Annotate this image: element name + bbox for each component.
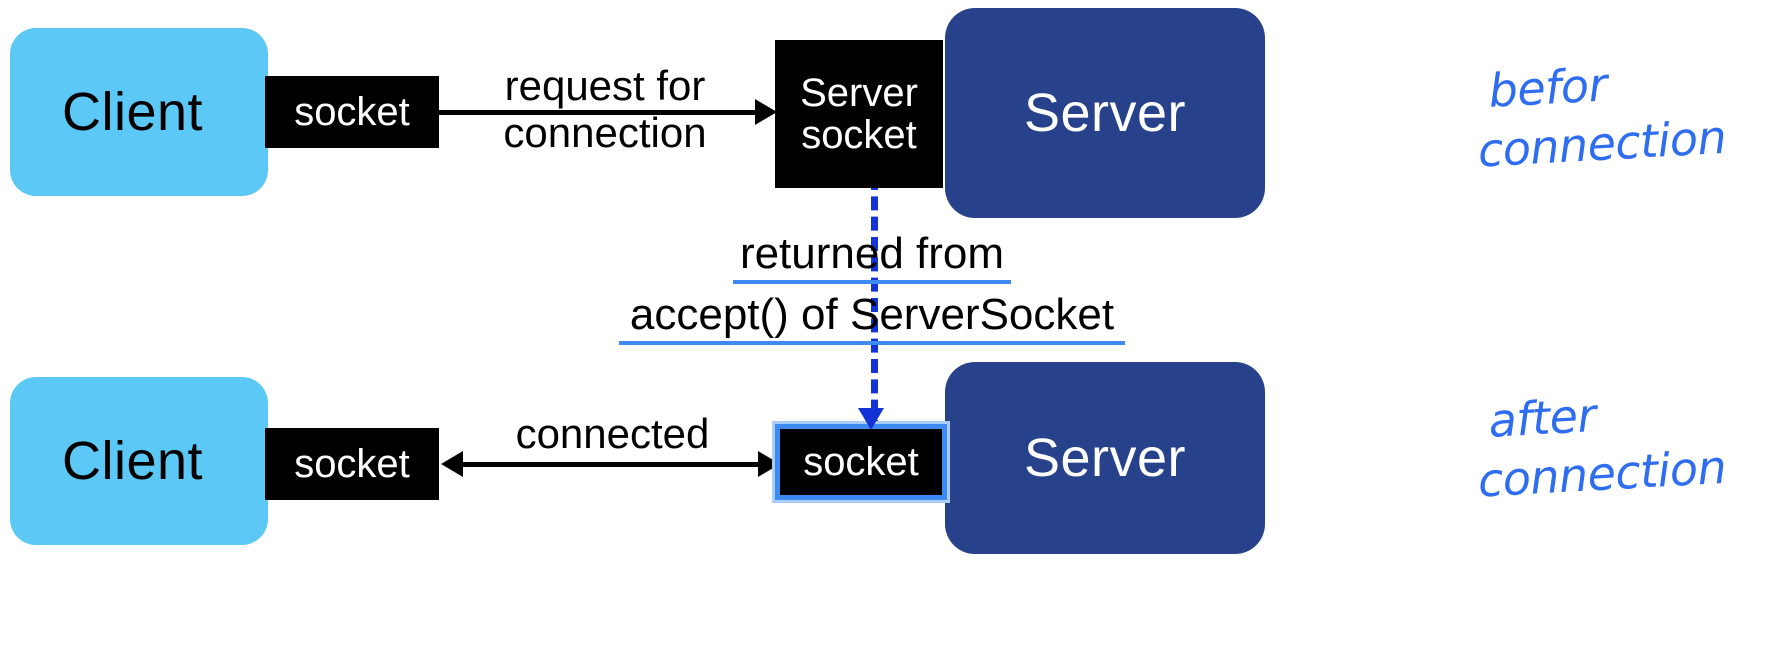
server-socket-box-before: Server socket	[775, 40, 943, 188]
server-label-before: Server	[1023, 83, 1187, 143]
request-edge-label: request for connection	[490, 62, 720, 156]
dashed-arrow-head-icon	[858, 408, 884, 430]
client-socket-label-before: socket	[294, 89, 410, 134]
connected-arrow-line	[460, 462, 765, 467]
request-edge-label-line2: connection	[503, 109, 707, 157]
client-box-before: Client	[10, 28, 268, 196]
server-box-before: Server	[945, 8, 1265, 218]
client-socket-label-after: socket	[294, 441, 410, 486]
server-box-after: Server	[945, 362, 1265, 554]
arrow-left-icon	[441, 451, 463, 477]
client-box-after: Client	[10, 377, 268, 545]
server-label-after: Server	[1023, 428, 1187, 488]
request-edge-label-line1: request for	[504, 62, 706, 109]
connected-edge-label: connected	[515, 410, 710, 457]
arrow-right-icon-after	[758, 451, 780, 477]
client-socket-box-before: socket	[265, 76, 439, 148]
annotation-after-line2: connection	[1476, 439, 1728, 508]
client-label-before: Client	[62, 82, 204, 142]
annotation-before-connection: befor connection	[1476, 49, 1728, 180]
dashed-arrow-down-icon	[871, 176, 878, 434]
annotation-before-line2: connection	[1476, 109, 1728, 178]
server-socket-label-after: socket	[803, 439, 919, 484]
server-socket-box-after: socket	[772, 421, 950, 503]
request-arrow-line	[439, 110, 761, 115]
accept-note-line2: accept() of ServerSocket	[619, 293, 1125, 345]
annotation-after-connection: after connection	[1476, 379, 1728, 510]
client-label-after: Client	[62, 431, 204, 491]
arrow-right-icon	[755, 99, 777, 125]
accept-note: returned from accept() of ServerSocket	[612, 232, 1132, 354]
annotation-after-line1: after	[1487, 388, 1598, 448]
annotation-before-line1: befor	[1487, 57, 1609, 118]
server-socket-label-line1: Server	[800, 70, 918, 115]
client-socket-box-after: socket	[265, 428, 439, 500]
accept-note-line1: returned from	[733, 232, 1011, 284]
server-socket-label-line2: socket	[801, 113, 917, 157]
